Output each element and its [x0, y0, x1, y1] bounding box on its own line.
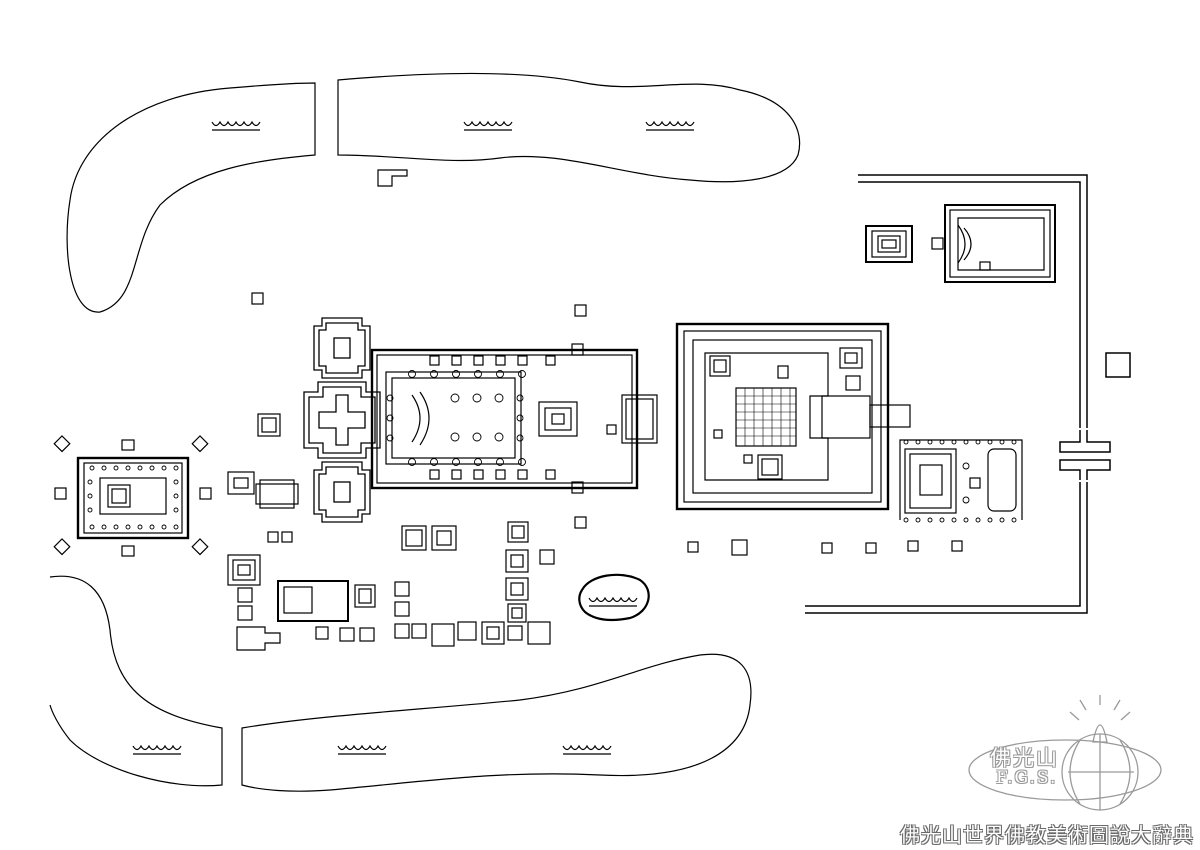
- pond-bottom-left: [49, 575, 223, 787]
- left-small-structures: [227, 292, 376, 651]
- logo-chinese-text: 佛光山: [990, 746, 1059, 770]
- small-pond: [578, 573, 650, 622]
- west-pavilion-markers: [53, 435, 212, 557]
- east-markers-row: [687, 539, 963, 556]
- pond-top-left: [66, 82, 316, 313]
- logo-english-text: F.G.S.: [996, 768, 1058, 788]
- ne-building: [944, 204, 1056, 283]
- east-temple: [675, 322, 911, 511]
- east-annex: [899, 439, 1023, 520]
- west-pavilion-pillars: [87, 465, 179, 530]
- dictionary-caption: 佛光山世界佛教美術圖說大辭典: [900, 823, 1194, 847]
- east-wall: [805, 174, 1131, 614]
- marker-l: [377, 169, 408, 187]
- ne-small-pavilion: [865, 225, 944, 263]
- west-pavilion: [76, 456, 190, 540]
- main-hall-row-squares: [429, 343, 617, 494]
- main-hall-altar: [411, 391, 430, 446]
- buddha-globe-logo-icon: [968, 695, 1162, 811]
- water-wave-icon: [132, 120, 695, 755]
- main-hall-columns: [386, 370, 526, 466]
- center-small-structures: [394, 304, 587, 647]
- east-annex-columns: [903, 439, 1017, 523]
- pond-bottom-right: [241, 653, 752, 792]
- pond-top-center: [337, 72, 801, 183]
- main-hall-courtyard: [370, 348, 658, 490]
- east-temple-grid: [736, 388, 796, 446]
- ornate-stupa-cluster: [303, 317, 381, 523]
